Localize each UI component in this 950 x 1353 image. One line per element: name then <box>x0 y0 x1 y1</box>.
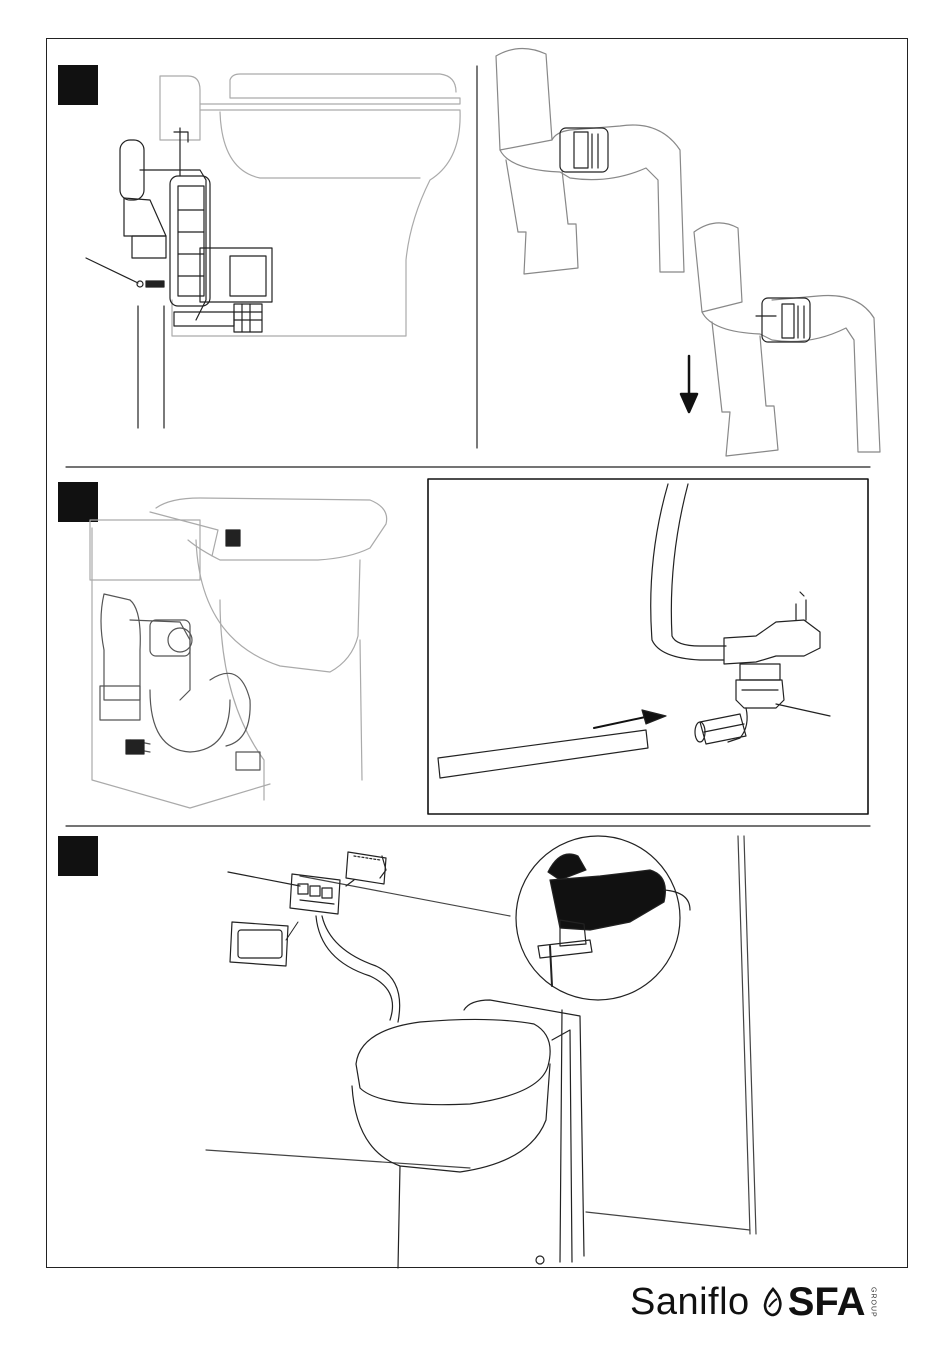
brand-group-text: GROUP <box>870 1287 877 1318</box>
control-panel-illustration <box>228 872 400 1022</box>
toilet-rear-view-illustration <box>160 74 460 336</box>
drop-leaf-icon <box>762 1287 784 1317</box>
macerator-pipework-illustration <box>100 594 260 770</box>
trim-frame-illustration <box>230 922 288 966</box>
room-wall-lines <box>206 836 756 1234</box>
insert-pipe-illustration <box>438 710 666 778</box>
inlet-connector <box>137 281 143 287</box>
pointer-line-step1 <box>86 258 138 283</box>
bend-pipe-after-illustration <box>694 223 880 456</box>
toilet-illustration <box>352 1000 584 1268</box>
brand-sfa-text: SFA <box>788 1280 866 1325</box>
detail-inset-frame <box>428 479 868 814</box>
wall-cutout-illustration <box>346 852 386 884</box>
toilet-with-macerator-illustration <box>90 498 387 808</box>
bend-pipe-before-illustration <box>496 48 684 274</box>
jigsaw-detail-illustration <box>516 836 690 1000</box>
brand-saniflo-text: Saniflo <box>630 1281 750 1324</box>
pointer-line-step2 <box>776 704 830 716</box>
inlet-hose-illustration <box>651 484 830 744</box>
down-arrow-icon <box>681 356 697 412</box>
right-arrow-icon <box>642 710 666 724</box>
inlet-pipe-end <box>146 281 164 287</box>
macerator-unit-illustration <box>120 128 272 332</box>
saniflo-sfa-logo: Saniflo SFA GROUP <box>630 1276 877 1328</box>
